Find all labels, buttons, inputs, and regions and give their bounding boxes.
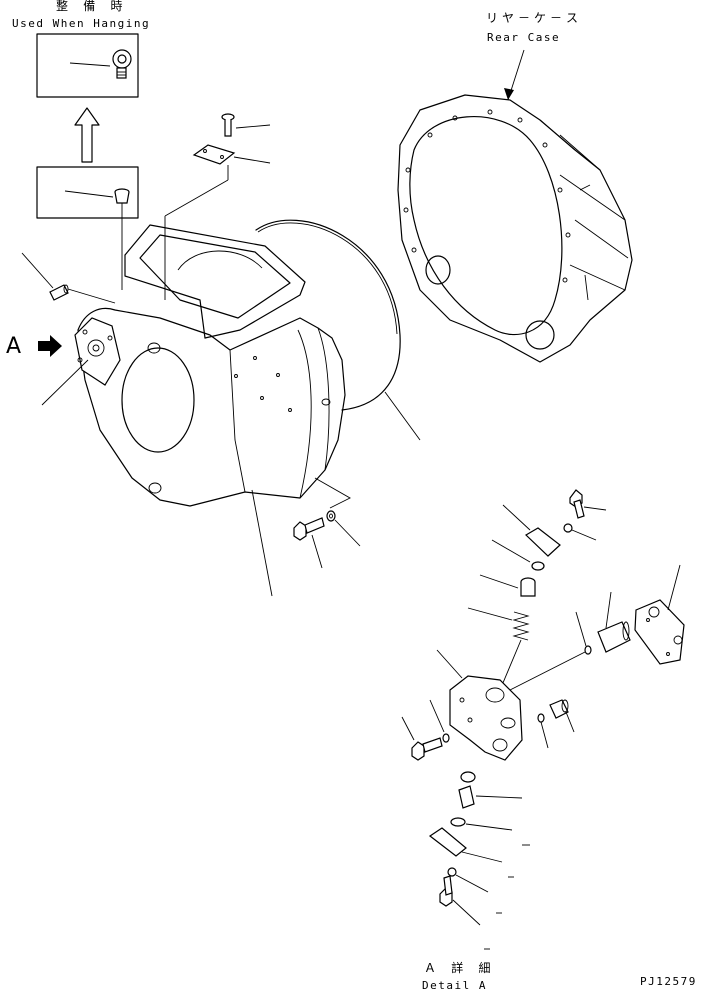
detail-a-leader-ticks [484,844,530,950]
flywheel-housing [41,224,351,597]
detail-a-piston [509,591,631,691]
view-a-arrow-icon [38,335,62,357]
detail-a-left-bolt [401,699,450,761]
detail-a-plug-right [537,699,575,749]
detail-a-bottom-oring [450,817,513,831]
detail-a-spool [479,574,536,597]
detail-a-spring [467,607,530,691]
detail-a-bottom-washer [447,867,489,893]
housing-bolt [293,510,361,569]
up-arrow-icon [74,107,100,163]
gasket [255,219,421,441]
top-cover-plate [164,144,271,300]
hanging-label-jp: 整 備 時 [56,0,127,13]
detail-a-bolt [563,489,607,541]
side-plug [21,252,116,304]
detail-a-bottom-spool [458,771,523,809]
hanging-eyebolt-inset [36,33,139,98]
detail-a-bottom-cover [428,827,503,863]
rear-case-label-jp: リヤ－ケ－ス [486,11,583,25]
detail-a-bottom-bolt [439,875,481,926]
detail-a-cover [502,504,561,557]
top-bolt [221,113,271,137]
detail-a-oring [491,539,545,571]
rear-case-label-en: Rear Case [487,31,561,44]
view-a-label: A [6,334,22,359]
detail-a-cover-plate [634,564,685,665]
rear-case [397,49,633,363]
hanging-label-en: Used When Hanging [12,17,151,30]
detail-label-en: Detail A [422,979,487,992]
detail-label-jp: Ａ 詳 細 [424,961,495,975]
plug-inset [36,166,139,290]
drawing-number: PJ12579 [640,975,697,988]
detail-a-valve-body [436,649,523,761]
